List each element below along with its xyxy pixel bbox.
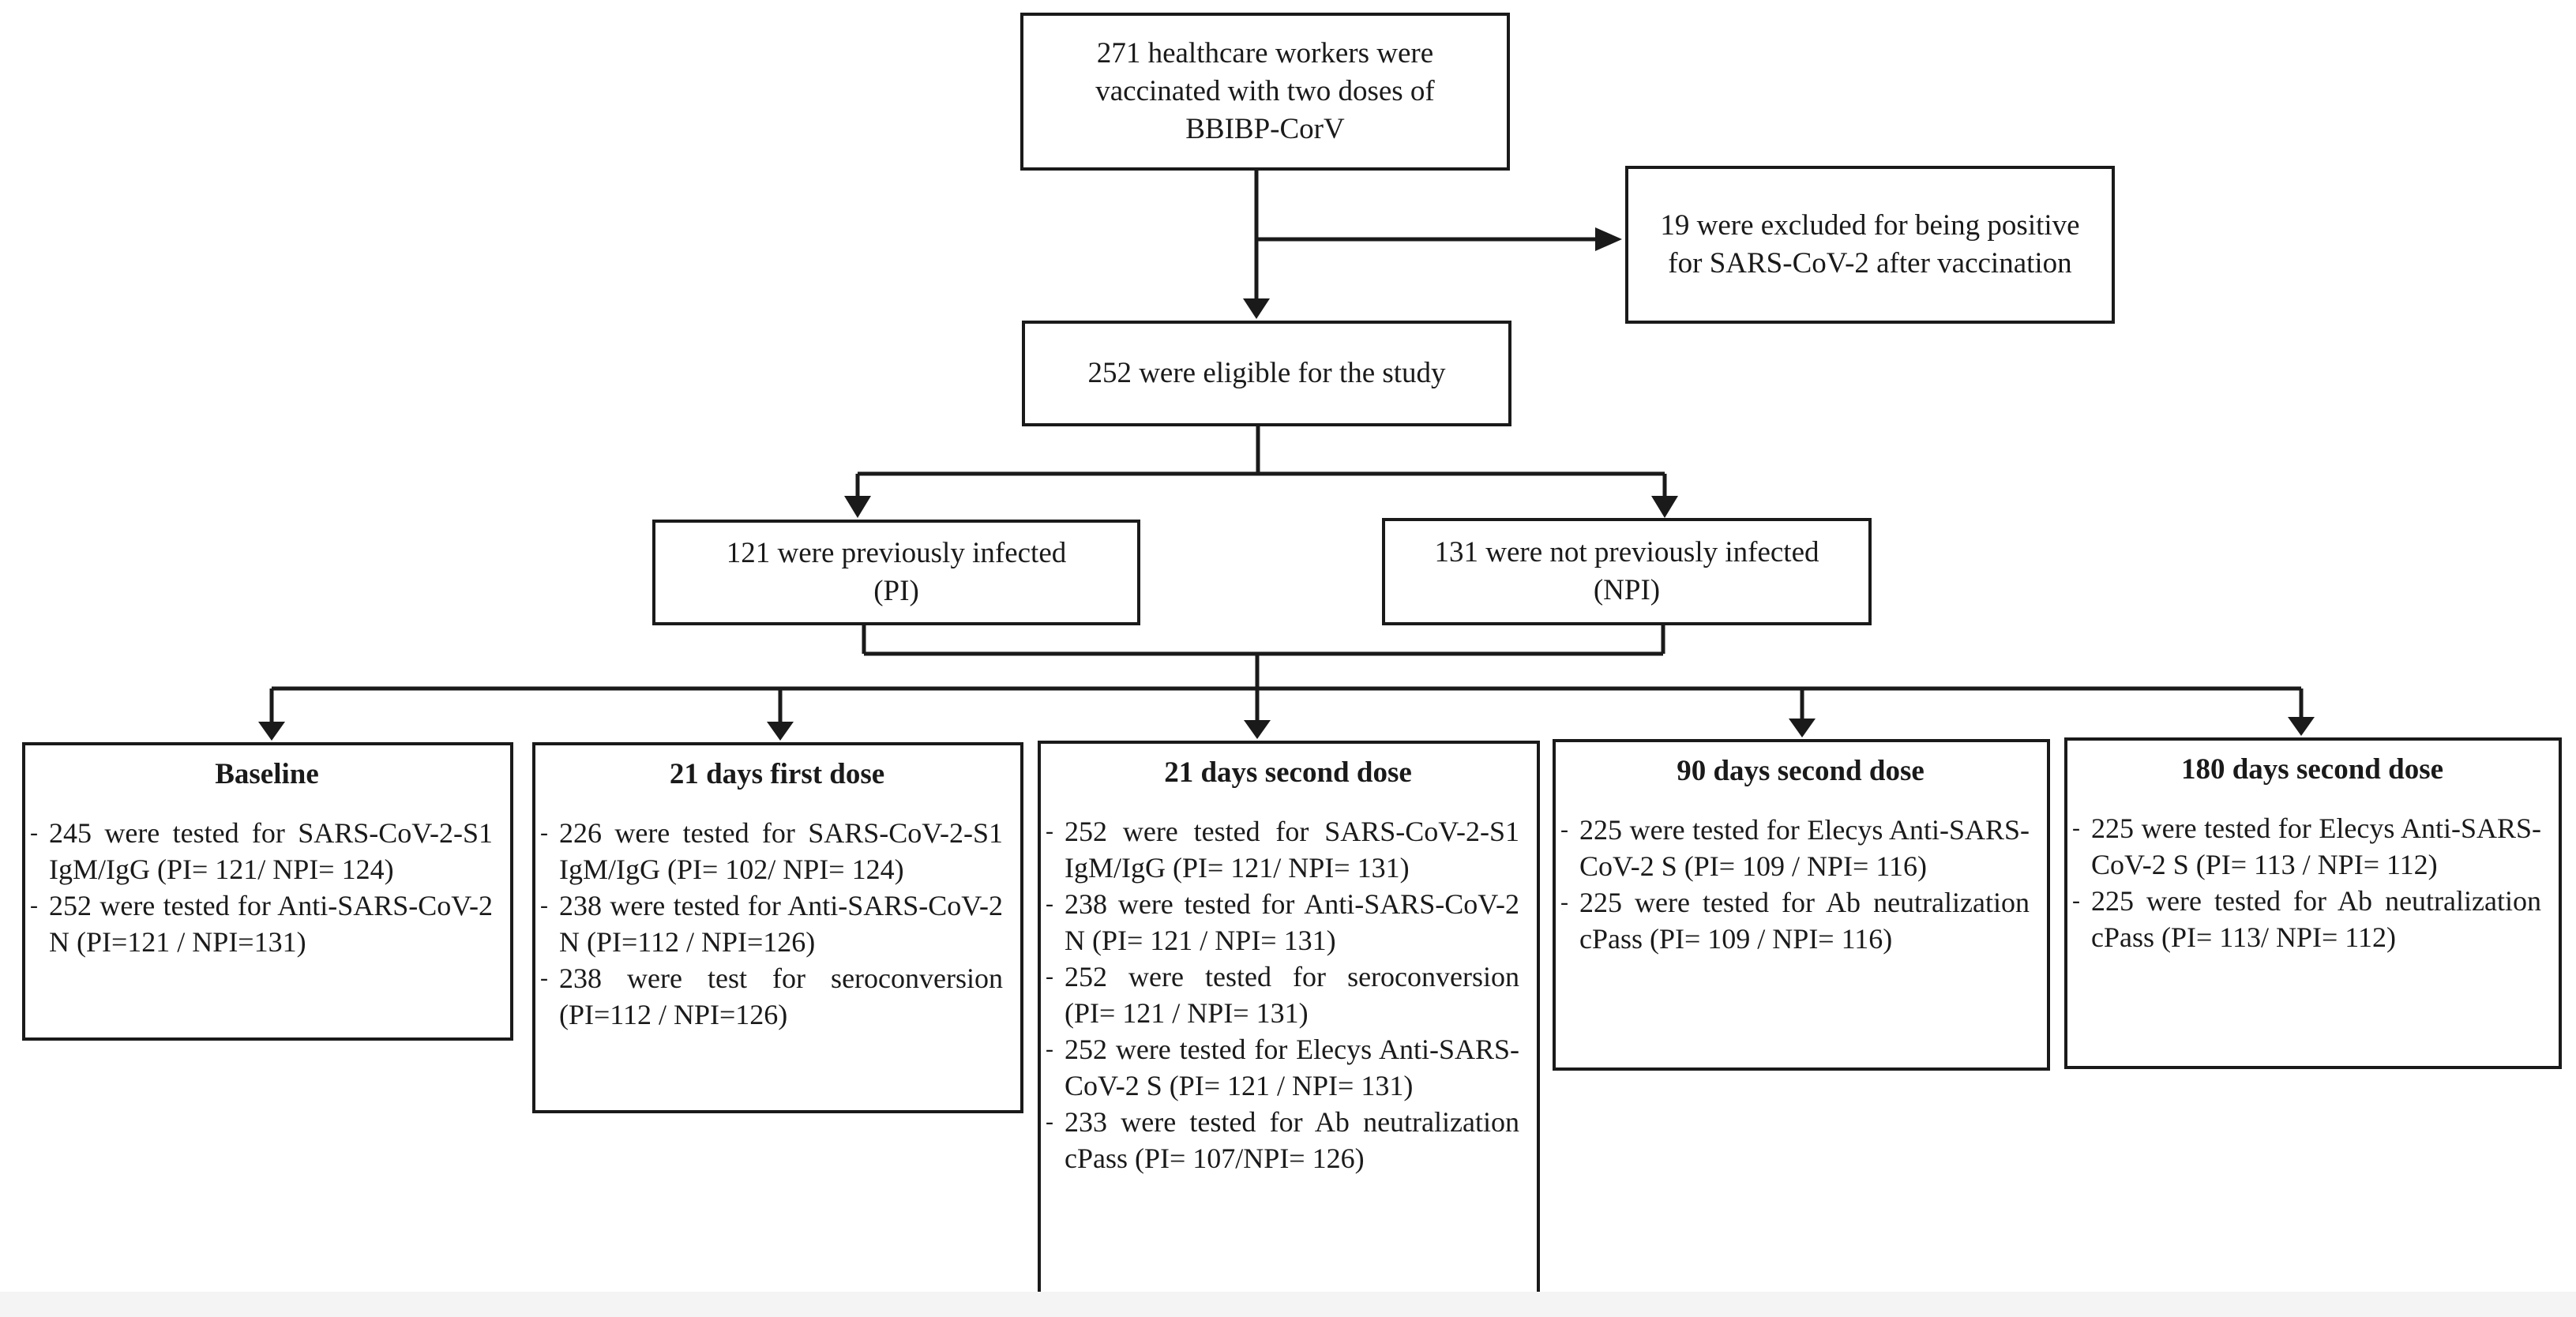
phase-box-21-days-first-dose: 21 days first dose 226 were tested for S…	[532, 742, 1023, 1113]
phase-box-180-days-second-dose: 180 days second dose 225 were tested for…	[2064, 737, 2562, 1069]
phase-item: 233 were tested for Ab neutralization cP…	[1046, 1104, 1519, 1176]
phase-item: 252 were tested for Anti-SARS-CoV-2 N (P…	[30, 887, 493, 960]
phase-item: 252 were tested for Elecys Anti-SARS-CoV…	[1046, 1031, 1519, 1104]
npi-line1: 131 were not previously infected	[1434, 536, 1819, 568]
previously-infected-box: 121 were previously infected (PI)	[652, 520, 1140, 625]
enrolled-text: 271 healthcare workers were vaccinated w…	[1095, 37, 1435, 145]
phase-item: 252 were tested for SARS-CoV-2-S1 IgM/Ig…	[1046, 813, 1519, 886]
phase-box-baseline: Baseline 245 were tested for SARS-CoV-2-…	[22, 742, 513, 1041]
npi-line2: (NPI)	[1593, 574, 1661, 606]
phase-title: 21 days second dose	[1164, 756, 1412, 789]
pi-line2: (PI)	[873, 575, 919, 607]
excluded-box: 19 were excluded for being positive for …	[1625, 166, 2115, 324]
phase-item: 225 were tested for Ab neutralization cP…	[2072, 883, 2541, 955]
phase-title: 180 days second dose	[2180, 753, 2444, 786]
phase-item: 226 were tested for SARS-CoV-2-S1 IgM/Ig…	[540, 815, 1003, 887]
not-previously-infected-box: 131 were not previously infected (NPI)	[1382, 518, 1872, 625]
eligible-text: 252 were eligible for the study	[1087, 357, 1446, 389]
phase-title: Baseline	[215, 758, 319, 790]
phase-item: 238 were test for seroconversion (PI=112…	[540, 960, 1003, 1033]
phase-item: 225 were tested for Elecys Anti-SARS-CoV…	[1560, 812, 2030, 884]
excluded-text: 19 were excluded for being positive for …	[1660, 209, 2080, 280]
phase-title: 90 days second dose	[1677, 755, 1924, 787]
phase-item: 238 were tested for Anti-SARS-CoV-2 N (P…	[540, 887, 1003, 960]
pi-line1: 121 were previously infected	[726, 537, 1067, 569]
bottom-strip	[0, 1292, 2576, 1317]
phase-title: 21 days first dose	[669, 758, 885, 790]
phase-item: 225 were tested for Elecys Anti-SARS-CoV…	[2072, 810, 2541, 883]
phase-box-21-days-second-dose: 21 days second dose 252 were tested for …	[1038, 741, 1540, 1308]
phase-item: 252 were tested for seroconversion (PI= …	[1046, 959, 1519, 1031]
phase-item: 238 were tested for Anti-SARS-CoV-2 N (P…	[1046, 886, 1519, 959]
phase-box-90-days-second-dose: 90 days second dose 225 were tested for …	[1553, 739, 2050, 1071]
eligible-box: 252 were eligible for the study	[1022, 321, 1511, 426]
phase-item: 245 were tested for SARS-CoV-2-S1 IgM/Ig…	[30, 815, 493, 887]
phase-item: 225 were tested for Ab neutralization cP…	[1560, 884, 2030, 957]
enrolled-box: 271 healthcare workers were vaccinated w…	[1020, 13, 1510, 171]
